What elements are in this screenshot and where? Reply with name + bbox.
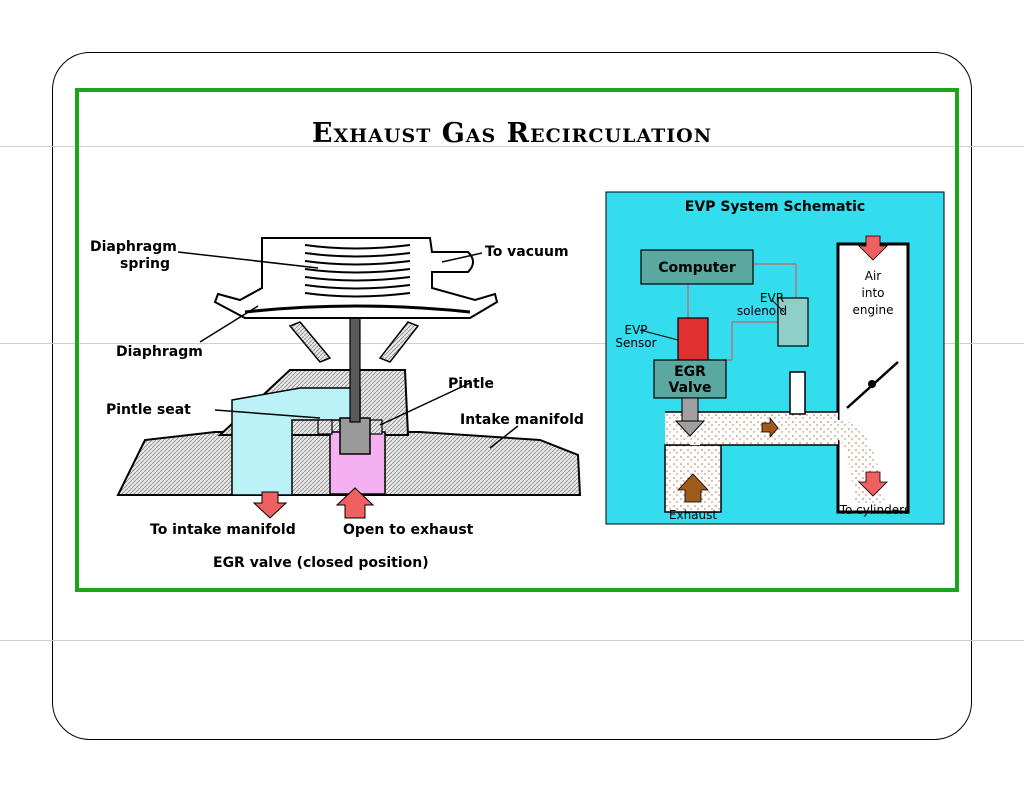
label-to-cylinders: To cylinders [839, 503, 911, 517]
label-to-intake-manifold: To intake manifold [150, 522, 296, 538]
label-air-1: Air [865, 269, 882, 283]
label-pintle-seat: Pintle seat [106, 402, 191, 418]
exhaust-arrow [335, 487, 375, 519]
label-open-to-exhaust: Open to exhaust [343, 522, 474, 538]
egr-valve-box [653, 359, 727, 399]
label-diaphragm-spring-1: Diaphragm [90, 239, 177, 255]
label-evr-1: EVR [760, 291, 784, 305]
content-frame [75, 88, 959, 592]
to-cylinders-arrow [858, 471, 888, 497]
label-egr-1: EGR [674, 364, 706, 380]
label-evr-2: solenoid [737, 304, 787, 318]
evr-solenoid-box [777, 297, 809, 347]
page-title: Exhaust Gas Recirculation [311, 118, 713, 149]
label-diaphragm: Diaphragm [116, 344, 203, 360]
valve-stem [349, 311, 361, 423]
guide-line [0, 343, 1024, 344]
label-diaphragm-spring-2: spring [120, 256, 170, 272]
diaphragm-spring [304, 244, 411, 298]
diaphragm [244, 304, 471, 314]
label-air-2: into [862, 286, 885, 300]
label-to-vacuum: To vacuum [485, 244, 569, 260]
label-egr-2: Valve [669, 380, 712, 396]
label-intake-manifold: Intake manifold [460, 412, 584, 428]
label-computer: Computer [658, 260, 736, 276]
pintle [339, 417, 371, 455]
evp-schematic [605, 191, 945, 525]
label-exhaust: Exhaust [669, 508, 718, 522]
guide-line [0, 640, 1024, 641]
egr-valve-drawing [116, 237, 582, 519]
caption-egr-valve: EGR valve (closed position) [213, 555, 429, 571]
vacuum-tube [789, 371, 806, 415]
guide-line [0, 146, 1024, 147]
diaphragm-housing [213, 237, 499, 319]
label-evp-2: Sensor [615, 336, 656, 350]
label-evp-1: EVP [624, 323, 647, 337]
label-air-3: engine [853, 303, 894, 317]
label-pintle: Pintle [448, 376, 494, 392]
intake-arrow [252, 491, 288, 519]
schematic-title: EVP System Schematic [685, 199, 865, 215]
evp-sensor-box [677, 317, 709, 362]
computer-box [640, 249, 754, 285]
air-in-arrow [858, 235, 888, 261]
